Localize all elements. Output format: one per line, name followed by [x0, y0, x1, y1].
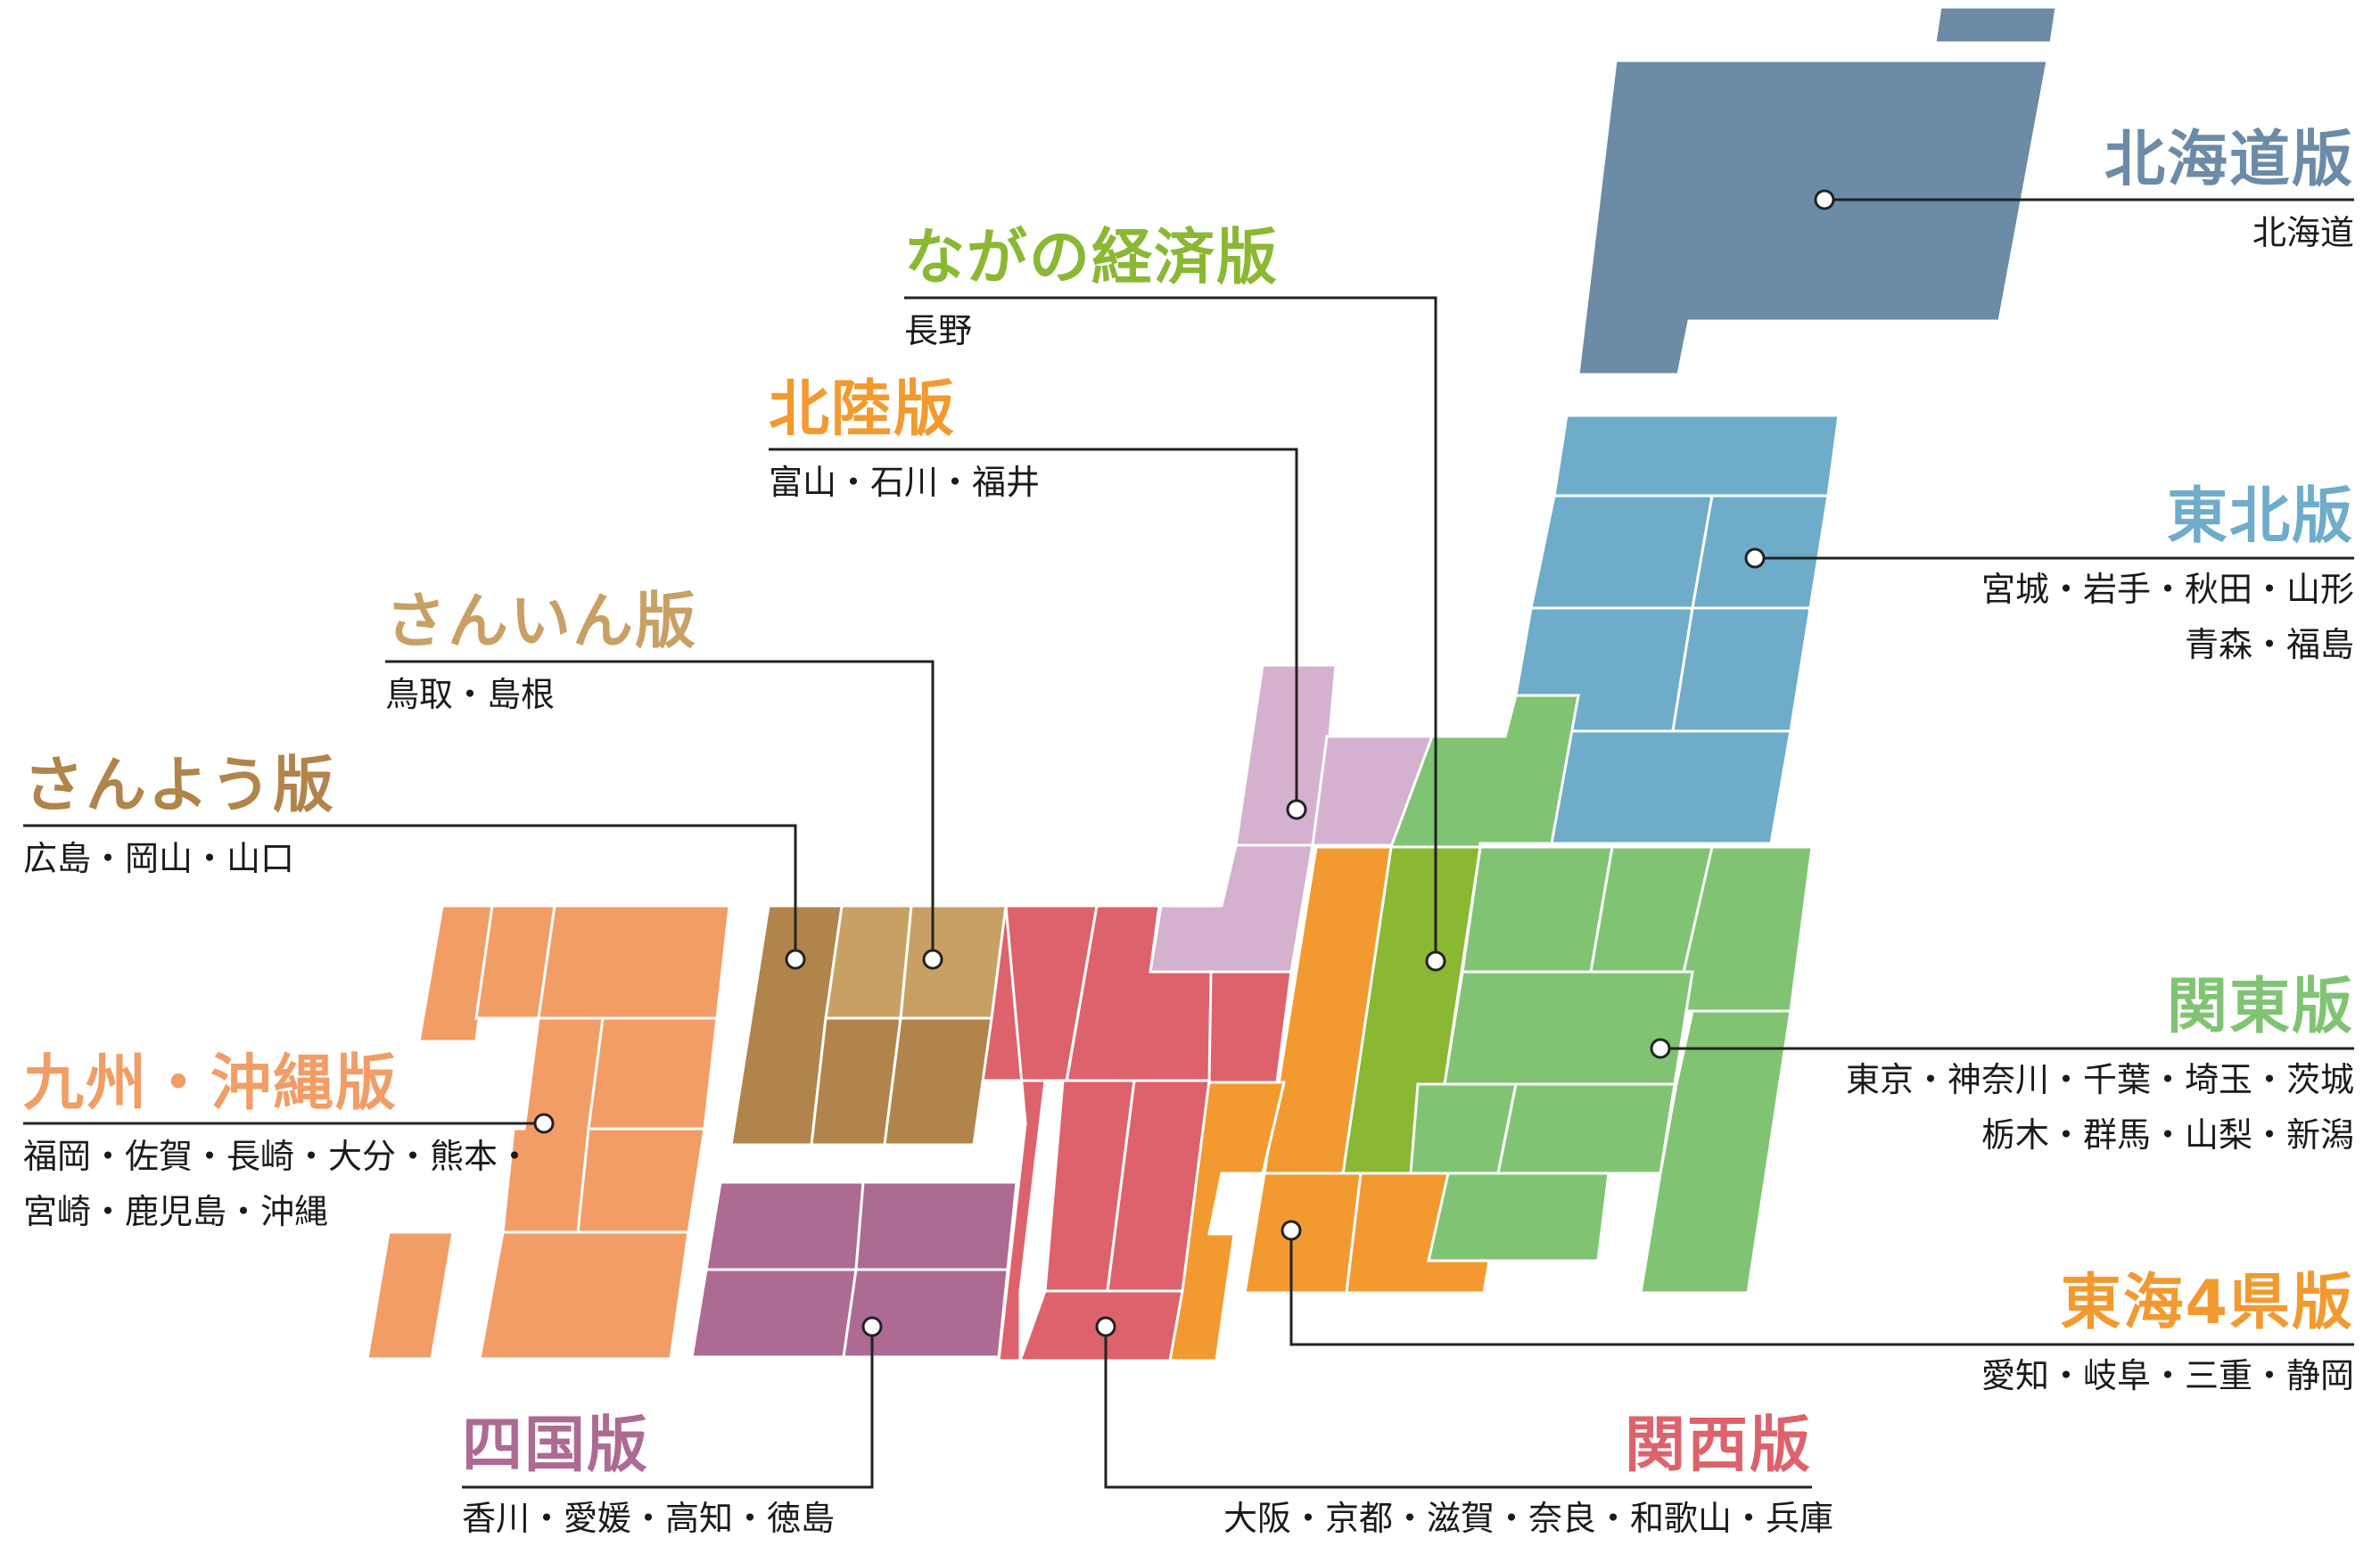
label-tokai[interactable]: 東海4県版 愛知・岐阜・三重・静岡: [1981, 1268, 2354, 1403]
region-title-shikoku: 四国版: [462, 1410, 650, 1481]
marker-tohoku[interactable]: [1744, 547, 1766, 569]
sanin-area[interactable]: [824, 904, 1008, 1020]
region-prefectures-hokuriku: 富山・石川・福井: [769, 463, 1041, 502]
label-kansai[interactable]: 関西版 大阪・京都・滋賀・奈良・和歌山・兵庫: [1223, 1410, 1834, 1546]
label-hokkaido[interactable]: 北海道版 北海道: [2104, 125, 2354, 260]
gunma-block[interactable]: [1461, 845, 1614, 974]
tokushima-block[interactable]: [842, 1268, 1009, 1359]
region-prefectures-nagano: 長野: [904, 311, 973, 350]
hokkaido-block-main[interactable]: [1577, 59, 2049, 376]
fukui-block[interactable]: [1149, 843, 1314, 974]
region-prefectures-kyushu-2: 宮崎・鹿児島・沖縄: [23, 1192, 329, 1231]
hokkaido-area[interactable]: [1577, 5, 2058, 376]
aichi-block[interactable]: [1243, 1172, 1363, 1295]
kyushu-area[interactable]: [366, 904, 731, 1361]
label-shikoku[interactable]: 四国版 香川・愛媛・高知・徳島: [462, 1410, 835, 1546]
tohoku-area[interactable]: [1514, 414, 1841, 845]
tokai-area[interactable]: [1152, 845, 1491, 1362]
region-title-hokkaido: 北海道版: [2104, 125, 2354, 195]
region-prefectures-kyushu-1: 福岡・佐賀・長崎・大分・熊本・: [23, 1137, 532, 1176]
region-prefectures-hokkaido: 北海道: [2252, 213, 2354, 252]
akita-block[interactable]: [1529, 494, 1714, 610]
fukuoka-block[interactable]: [537, 904, 731, 1020]
region-title-tokai: 東海4県版: [2060, 1268, 2354, 1338]
marker-sanin[interactable]: [922, 949, 943, 970]
tottori-block[interactable]: [899, 904, 1008, 1020]
region-title-sanyo: さんよう版: [23, 751, 336, 821]
aomori-block[interactable]: [1552, 414, 1841, 498]
label-kanto[interactable]: 関東版 東京・神奈川・千葉・埼玉・茨城 栃木・群馬・山梨・新潟: [1846, 972, 2354, 1163]
oita-block[interactable]: [587, 1016, 719, 1131]
kochi-block[interactable]: [690, 1268, 858, 1359]
label-kyushu[interactable]: 九州・沖縄版 福岡・佐賀・長崎・大分・熊本・ 宮崎・鹿児島・沖縄: [23, 1048, 531, 1239]
kagoshima-block[interactable]: [478, 1230, 690, 1361]
marker-kyushu[interactable]: [533, 1113, 555, 1134]
marker-sanyo[interactable]: [785, 949, 806, 970]
leader-sanyo: [23, 824, 797, 959]
region-prefectures-shikoku: 香川・愛媛・高知・徳島: [462, 1499, 836, 1538]
kagawa-block[interactable]: [854, 1180, 1018, 1271]
leader-shikoku: [462, 1327, 874, 1489]
region-prefectures-tohoku-1: 宮城・岩手・秋田・山形: [1981, 570, 2354, 609]
leader-tokai: [1289, 1230, 2354, 1346]
hokuriku-map-area[interactable]: [1149, 663, 1439, 974]
region-prefectures-kanto-1: 東京・神奈川・千葉・埼玉・茨城: [1845, 1060, 2354, 1099]
leader-hokuriku: [769, 448, 1298, 810]
marker-kansai[interactable]: [1095, 1316, 1116, 1337]
saitama-block[interactable]: [1443, 970, 1694, 1086]
miyagi-block[interactable]: [1671, 606, 1812, 733]
leader-kansai: [1104, 1327, 1812, 1489]
okayama-block[interactable]: [883, 1016, 993, 1147]
region-title-kyushu: 九州・沖縄版: [23, 1048, 399, 1119]
label-nagano[interactable]: ながの経済版 長野: [904, 223, 1279, 358]
shiga-block[interactable]: [1207, 970, 1293, 1084]
ehime-block[interactable]: [704, 1180, 865, 1271]
label-sanyo[interactable]: さんよう版 広島・岡山・山口: [23, 751, 335, 886]
region-title-sanin: さんいん版: [385, 587, 698, 657]
region-title-kansai: 関西版: [1624, 1410, 1812, 1481]
nagasaki-block[interactable]: [417, 904, 494, 1043]
region-prefectures-tokai: 愛知・岐阜・三重・静岡: [1981, 1356, 2354, 1395]
tokyo-block[interactable]: [1496, 1082, 1676, 1175]
kanto-area[interactable]: [1388, 694, 1814, 1295]
region-prefectures-kansai: 大阪・京都・滋賀・奈良・和歌山・兵庫: [1223, 1499, 1834, 1538]
label-tohoku[interactable]: 東北版 宮城・岩手・秋田・山形 青森・福島: [1981, 481, 2354, 672]
chiba-block[interactable]: [1639, 1009, 1792, 1295]
kanagawa-block[interactable]: [1425, 1172, 1610, 1262]
region-title-kanto: 関東版: [2166, 972, 2354, 1042]
niigata-block[interactable]: [1388, 694, 1580, 849]
region-title-nagano: ながの経済版: [904, 223, 1280, 293]
leader-nagano: [904, 296, 1437, 961]
region-title-tohoku: 東北版: [2166, 481, 2354, 552]
mie-block[interactable]: [1152, 1081, 1286, 1362]
sanyo-area[interactable]: [729, 904, 993, 1147]
miyazaki-block[interactable]: [576, 1127, 706, 1234]
marker-tokai[interactable]: [1281, 1220, 1302, 1241]
region-prefectures-tohoku-2: 青森・福島: [2184, 625, 2354, 664]
fukushima-block[interactable]: [1550, 729, 1792, 845]
shikoku-area[interactable]: [690, 1180, 1018, 1359]
leader-sanin: [385, 660, 935, 959]
okinawa-block[interactable]: [366, 1230, 455, 1361]
marker-shikoku[interactable]: [861, 1316, 883, 1337]
marker-nagano[interactable]: [1425, 950, 1446, 972]
region-prefectures-sanin: 鳥取・島根: [385, 675, 556, 714]
label-hokuriku[interactable]: 北陸版 富山・石川・福井: [769, 374, 1040, 510]
hokkaido-block-north[interactable]: [1933, 5, 2058, 45]
region-prefectures-sanyo: 広島・岡山・山口: [23, 839, 295, 878]
region-title-hokuriku: 北陸版: [769, 374, 957, 445]
marker-hokkaido[interactable]: [1814, 189, 1835, 210]
shizuoka-block[interactable]: [1345, 1172, 1491, 1295]
marker-hokuriku[interactable]: [1286, 799, 1307, 820]
label-sanin[interactable]: さんいん版 鳥取・島根: [385, 587, 697, 722]
marker-kanto[interactable]: [1650, 1038, 1671, 1059]
region-prefectures-kanto-2: 栃木・群馬・山梨・新潟: [1981, 1115, 2354, 1155]
